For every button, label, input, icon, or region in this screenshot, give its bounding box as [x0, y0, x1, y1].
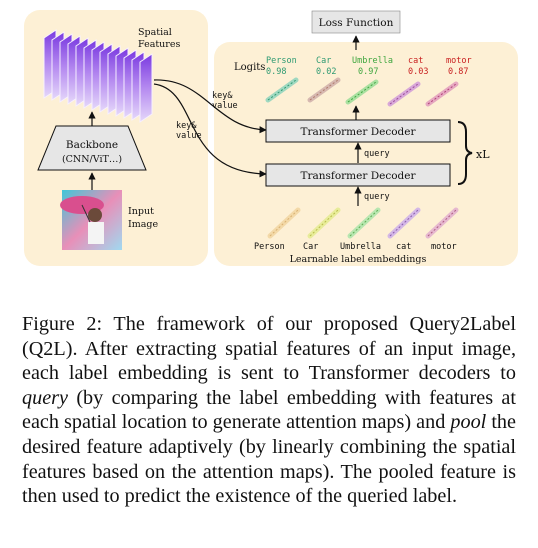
logit-person-name: Person: [266, 56, 297, 66]
embedding-label-person: Person: [254, 242, 285, 252]
transformer-decoder-top-label: Transformer Decoder: [301, 126, 417, 138]
spatial-features-label-2: Features: [138, 39, 180, 50]
key-value-bottom-1: key&: [176, 121, 197, 131]
spatial-features-label-1: Spatial: [138, 27, 172, 38]
logit-cat-value: 0.03: [408, 67, 428, 77]
embedding-umbrella: [347, 207, 381, 239]
learnable-embeddings-label: Learnable label embeddings: [290, 254, 427, 265]
key-value-top-1: key&: [212, 91, 233, 101]
right-panel: [214, 42, 518, 266]
backbone-sublabel: (CNN/ViT…): [62, 154, 122, 165]
key-value-top-2: value: [212, 101, 238, 111]
backbone-block: [37, 125, 147, 171]
logit-umbrella-value: 0.97: [358, 67, 378, 77]
arrow-kv-top: [153, 79, 267, 134]
embedding-label-motor: motor: [431, 242, 457, 252]
caption-part-3: the desired feature adaptively (by linea…: [22, 411, 516, 508]
transformer-decoder-top: [265, 119, 451, 143]
embedding-motor: [425, 207, 459, 239]
figure-caption: Figure 2: The framework of our proposed …: [22, 312, 516, 509]
arrow-kv-bottom: [153, 83, 267, 178]
logit-person: Person 0.98: [265, 56, 299, 103]
spatial-features-stack: [43, 29, 153, 123]
loss-function-box: [311, 10, 401, 34]
embedding-label-cat: cat: [396, 242, 411, 252]
key-value-bottom-2: value: [176, 131, 202, 141]
embedding-cat: [387, 207, 421, 239]
caption-query-word: query: [22, 386, 68, 409]
transformer-decoder-bottom: [265, 163, 451, 187]
repeat-brace: [457, 121, 473, 185]
logit-motor: motor 0.87: [425, 56, 472, 107]
embedding-person: [267, 207, 301, 239]
input-image-label-1: Input: [128, 206, 154, 217]
embedding-label-car: Car: [303, 242, 318, 252]
loss-function-label: Loss Function: [319, 17, 394, 29]
query-label-upper: query: [364, 149, 390, 159]
input-image-label-2: Image: [128, 219, 159, 230]
transformer-decoder-bottom-label: Transformer Decoder: [301, 170, 417, 182]
embedding-car: [307, 207, 341, 239]
logit-motor-name: motor: [446, 56, 472, 66]
embedding-label-umbrella: Umbrella: [340, 242, 381, 252]
logit-umbrella-name: Umbrella: [352, 56, 393, 66]
input-image: [60, 190, 122, 250]
query-label-lower: query: [364, 192, 390, 202]
logit-car-name: Car: [316, 56, 331, 66]
caption-pool-word: pool: [450, 411, 487, 434]
backbone-label: Backbone: [66, 139, 118, 151]
logit-person-value: 0.98: [266, 67, 286, 77]
logits-label: Logits: [234, 62, 265, 73]
logit-cat: cat 0.03: [387, 56, 428, 107]
logit-car-value: 0.02: [316, 67, 336, 77]
logit-car: Car 0.02: [307, 56, 341, 103]
logit-motor-value: 0.87: [448, 67, 468, 77]
caption-part-1: Figure 2: The framework of our proposed …: [22, 313, 516, 385]
logit-umbrella: Umbrella 0.97: [345, 56, 393, 105]
logit-cat-name: cat: [408, 56, 423, 66]
caption-part-2: (by comparing the label embedding with f…: [22, 386, 516, 434]
repeat-label: xL: [476, 148, 490, 161]
framework-figure: Spatial Features Backbone (CNN/ViT…) Inp…: [24, 10, 518, 266]
